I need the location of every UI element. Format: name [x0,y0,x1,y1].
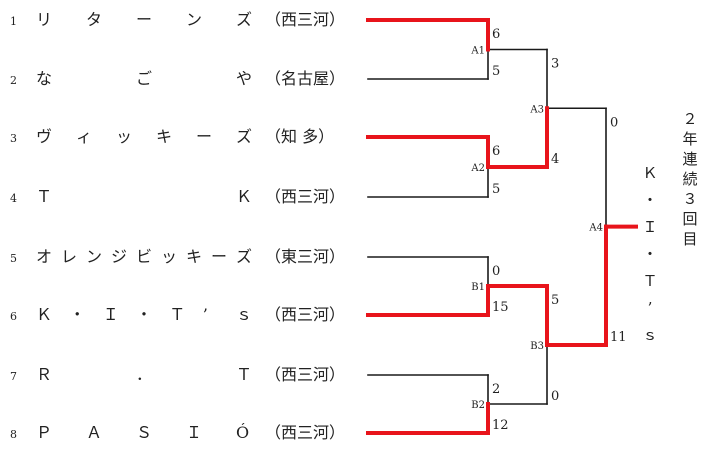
match-score-top: 0 [492,264,500,279]
team-seed: 2 [10,74,17,87]
match-id-label: A4 [588,223,603,234]
team-name: Ｋ・Ｉ・Ｔ’ｓ [36,305,252,324]
team-seed: 5 [10,252,17,265]
team-name: リターンズ [36,10,252,29]
match-score-top: 5 [551,293,559,308]
team-seed: 3 [10,132,17,145]
match-score-top: 2 [492,382,500,397]
team-name: Ｒ．Ｔ [36,365,252,384]
team-seed: 4 [10,192,17,205]
team-name: ＰＡＳＩÓ [36,422,249,442]
team-region: （西三河） [265,365,345,384]
match-id-label: A2 [470,163,485,174]
team-seed: 1 [10,15,17,28]
match-id-label: A3 [529,104,544,115]
team-region: （西三河） [265,10,345,29]
match-id-label: B2 [471,400,485,411]
match-score-bottom: 15 [492,300,509,315]
team-seed: 6 [10,310,17,323]
champion-label: Ｋ・Ｉ・Ｔ’ｓ ２年連続３回目 [642,110,697,344]
match-id-label: B3 [530,341,544,352]
match-score-top: 0 [610,115,618,130]
team-region: （東三河） [265,247,345,266]
team-region: （西三河） [265,187,345,206]
match-score-bottom: 4 [551,152,559,167]
match-score-top: 6 [492,27,500,42]
match-id-label: A1 [470,46,485,57]
match-score-bottom: 11 [610,330,627,345]
team-region: （知 多） [265,127,334,146]
champion-name: Ｋ・Ｉ・Ｔ’ｓ [642,164,657,344]
team-name: ヴィッキーズ [36,127,252,146]
team-seed: 8 [10,428,17,441]
team-name: オレンジビッキーズ [36,247,252,266]
match-score-bottom: 12 [492,418,509,433]
match-score-bottom: 0 [551,389,559,404]
match-score-bottom: 5 [492,182,500,197]
team-name: なごや [36,69,252,88]
team-region: （名古屋） [265,69,345,88]
match-score-top: 3 [551,57,559,72]
team-region: （西三河） [265,423,345,442]
team-name: ＴＫ [36,187,252,206]
match-score-top: 6 [492,144,500,159]
team-region: （西三河） [265,305,345,324]
team-list: 1 リターンズ （西三河） 2 なごや （名古屋） 3 ヴィッキーズ （知 多） 4 ＴＫ （西三河）… [10,10,345,442]
team-seed: 7 [10,370,17,383]
champion-note: ２年連続３回目 [682,110,697,248]
bracket-lines [366,18,638,435]
match-score-bottom: 5 [492,64,500,79]
match-id-label: B1 [471,282,485,293]
